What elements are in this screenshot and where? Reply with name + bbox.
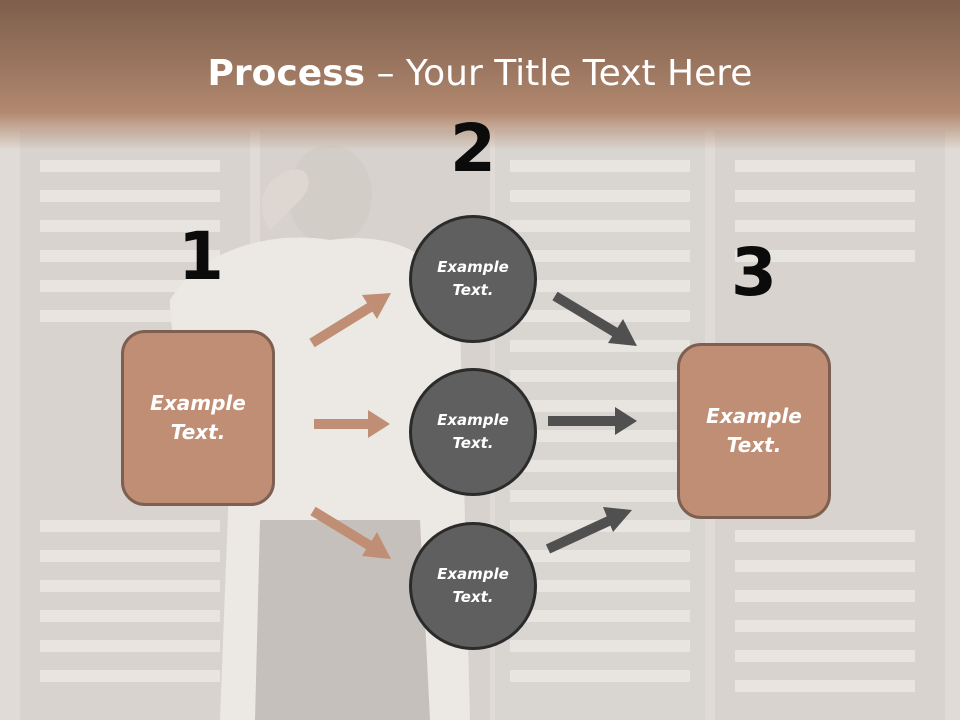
title-banner: [0, 0, 960, 150]
circle-middle-text: Example Text.: [437, 409, 509, 455]
circle-top-text: Example Text.: [437, 256, 509, 302]
step-2-circle-top: Example Text.: [409, 215, 537, 343]
step-1-line-1: Example: [150, 391, 246, 415]
step-number-3: 3: [731, 234, 777, 311]
circle-bottom-line-2: Text.: [452, 588, 494, 606]
title-bold: Process: [207, 53, 366, 94]
step-1-box: Example Text.: [121, 330, 275, 506]
step-number-1: 1: [178, 218, 224, 295]
step-3-text: Example Text.: [706, 402, 802, 460]
step-1-line-2: Text.: [170, 420, 226, 444]
brown-arrow-up: [309, 293, 391, 348]
circle-middle-line-2: Text.: [452, 434, 494, 452]
brown-arrow-right: [314, 410, 390, 438]
slide-title: Process – Your Title Text Here: [0, 52, 960, 96]
step-2-circle-middle: Example Text.: [409, 368, 537, 496]
dark-arrow-up: [545, 507, 632, 554]
dark-arrow-down: [552, 291, 637, 346]
step-3-box: Example Text.: [677, 343, 831, 519]
circle-middle-line-1: Example: [437, 411, 509, 429]
step-3-line-1: Example: [706, 404, 802, 428]
dark-arrow-right: [548, 407, 637, 435]
step-2-circle-bottom: Example Text.: [409, 522, 537, 650]
step-number-2: 2: [450, 110, 496, 187]
circle-top-line-1: Example: [437, 258, 509, 276]
step-1-text: Example Text.: [150, 389, 246, 447]
brown-arrow-down: [310, 506, 391, 559]
title-rest: – Your Title Text Here: [365, 53, 753, 94]
circle-bottom-text: Example Text.: [437, 563, 509, 609]
circle-top-line-2: Text.: [452, 281, 494, 299]
step-3-line-2: Text.: [726, 433, 782, 457]
circle-bottom-line-1: Example: [437, 565, 509, 583]
